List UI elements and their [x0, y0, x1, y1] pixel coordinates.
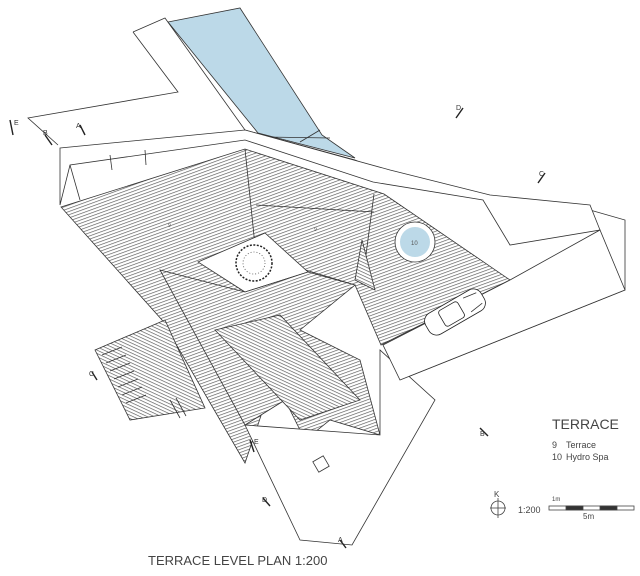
- north-letter: K: [494, 490, 500, 499]
- legend-number: 10: [552, 452, 563, 462]
- legend-item: 9 Terrace: [552, 440, 596, 450]
- plan-caption: TERRACE LEVEL PLAN 1:200: [148, 553, 328, 568]
- svg-text:D: D: [456, 105, 461, 112]
- scale-large-label: 5m: [583, 512, 595, 521]
- stair-treads: [101, 346, 187, 419]
- legend-title: TERRACE: [552, 416, 619, 432]
- car-icon: [424, 288, 486, 336]
- scale-ratio: 1:200: [518, 505, 541, 515]
- svg-text:C: C: [89, 371, 94, 378]
- label-terrace-b: 9: [314, 227, 317, 233]
- scale-bar: [548, 505, 635, 511]
- svg-text:B: B: [480, 431, 485, 438]
- walkway: [244, 349, 436, 546]
- pool: [167, 7, 356, 159]
- north-arrow-icon: [490, 498, 506, 518]
- scale-small-label: 1m: [552, 497, 561, 503]
- driveway: [382, 229, 626, 381]
- tree-icon: [235, 244, 273, 282]
- legend-label: Terrace: [566, 440, 597, 450]
- section-markers: [9, 107, 546, 549]
- svg-text:B: B: [43, 130, 48, 137]
- svg-text:E: E: [254, 439, 259, 446]
- svg-text:C: C: [539, 171, 544, 178]
- svg-text:A: A: [338, 537, 343, 544]
- legend-label: Hydro Spa: [566, 452, 609, 462]
- svg-text:E: E: [14, 120, 19, 127]
- section-marker-labels: E B A D C C E D A B 9 9 10: [14, 105, 544, 544]
- label-terrace-a: 9: [168, 223, 171, 229]
- label-spa: 10: [411, 241, 418, 247]
- svg-text:A: A: [76, 123, 81, 130]
- legend-number: 9: [552, 440, 558, 450]
- svg-text:D: D: [262, 497, 267, 504]
